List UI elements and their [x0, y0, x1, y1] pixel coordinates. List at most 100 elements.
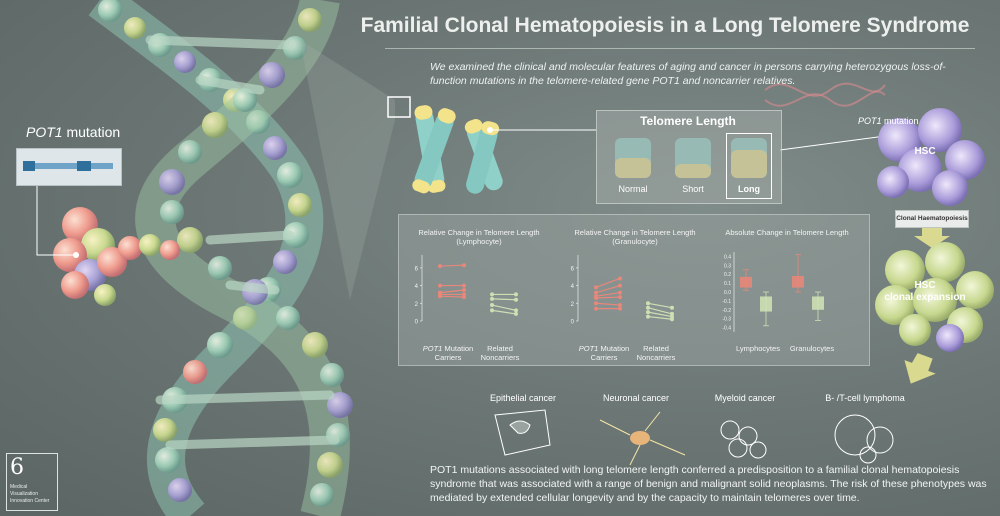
- data-point: [490, 308, 494, 313]
- data-point: [462, 295, 466, 300]
- lymphocyte-chart-title: Relative Change in Telomere Length (Lymp…: [404, 228, 554, 246]
- pot1-italic: POT1: [26, 124, 63, 140]
- data-point: [618, 306, 622, 311]
- y-tick-label: 4: [571, 284, 575, 290]
- hsc-mutation-word: mutation: [884, 116, 919, 126]
- y-tick-label: 0.3: [724, 263, 731, 269]
- data-point: [514, 292, 518, 297]
- gran-title-line2: (Granulocyte): [612, 237, 658, 246]
- hsc-pot1-italic: POT1: [858, 116, 882, 126]
- lymph-carriers-word1: Mutation: [444, 344, 474, 353]
- hsc-label: HSC: [914, 146, 936, 157]
- pot1-mutation-word: mutation: [66, 124, 121, 140]
- telomere-length-title: Telomere Length: [640, 114, 736, 128]
- lymph-carriers-word2: Carriers: [434, 353, 462, 362]
- neuronal-cancer-label: Neuronal cancer: [602, 393, 670, 403]
- data-point: [438, 283, 442, 288]
- dna-rungs: [145, 35, 340, 450]
- data-point: [514, 311, 518, 316]
- gran-related-2: Noncarriers: [636, 353, 676, 362]
- long-telomere-highlight: [726, 133, 772, 199]
- arrow-down-2: [904, 353, 936, 384]
- data-point: [594, 285, 598, 290]
- series-line: [491, 298, 517, 301]
- y-tick-label: 0.2: [724, 272, 731, 278]
- lymph-related-1: Related: [487, 344, 513, 353]
- data-point: [594, 290, 598, 295]
- logo-line-2: Visualization: [10, 491, 38, 497]
- data-point: [646, 305, 650, 310]
- granulocyte-chart-title: Relative Change in Telomere Length (Gran…: [560, 228, 710, 246]
- y-tick-label: 6: [415, 266, 419, 272]
- y-tick-label: 0.0: [724, 290, 731, 296]
- data-point: [646, 314, 650, 319]
- lymph-title-line2: (Lymphocyte): [456, 237, 502, 246]
- clonal-expansion-line-1: HSC: [914, 280, 936, 291]
- data-point: [438, 294, 442, 299]
- series-line: [595, 302, 621, 306]
- series-line: [491, 304, 517, 311]
- y-tick-label: 0: [415, 320, 419, 326]
- gran-title-line1: Relative Change in Telomere Length: [574, 228, 696, 237]
- box: [760, 296, 772, 312]
- abs-lymphocytes-label: Lymphocytes: [736, 344, 780, 353]
- data-point: [490, 296, 494, 301]
- lymph-related-2: Noncarriers: [480, 353, 520, 362]
- data-point: [646, 301, 650, 306]
- data-point: [514, 308, 518, 313]
- series-line: [439, 295, 465, 298]
- logo-line-1: Medical: [10, 484, 28, 490]
- logo: [6, 453, 58, 511]
- gran-carriers-italic: POT1: [578, 344, 599, 353]
- arrow-down-1: [914, 228, 950, 248]
- y-tick-label: 6: [571, 266, 575, 272]
- data-point: [618, 290, 622, 295]
- chromosome-illustration: [412, 105, 503, 194]
- lymph-carriers-label: POT1 Mutation Carriers: [418, 344, 478, 362]
- data-point: [618, 303, 622, 308]
- data-point: [670, 317, 674, 322]
- data-point: [490, 292, 494, 297]
- data-point: [618, 283, 622, 288]
- data-point: [594, 295, 598, 300]
- y-tick-label: 0.1: [724, 281, 731, 287]
- series-line: [439, 289, 465, 294]
- pot1-gene-diagram: [16, 148, 122, 186]
- title-divider: [385, 48, 975, 49]
- epithelial-cancer-icon: [494, 409, 551, 456]
- y-tick-label: 0: [571, 320, 575, 326]
- data-point: [618, 276, 622, 281]
- logo-number: 6: [10, 455, 24, 480]
- data-point: [438, 264, 442, 269]
- lymphoma-icon: [834, 414, 894, 464]
- y-tick-label: 0.4: [724, 254, 731, 260]
- myeloid-cancer-icon: [720, 420, 767, 459]
- logo-line-3: Innovation Center: [10, 498, 50, 504]
- epithelial-cancer-label: Epithelial cancer: [489, 393, 557, 403]
- y-tick-label: -0.2: [722, 308, 731, 314]
- gran-carriers-word2: Carriers: [590, 353, 618, 362]
- gran-related-1: Related: [643, 344, 669, 353]
- data-point: [462, 263, 466, 268]
- y-tick-label: -0.3: [722, 317, 731, 323]
- hsc-pot1-mutation-label: POT1 mutation: [858, 116, 919, 126]
- summary-text: POT1 mutations associated with long telo…: [430, 464, 987, 504]
- series-line: [595, 277, 621, 288]
- gran-carriers-word1: Mutation: [600, 344, 630, 353]
- zoom-box: [387, 96, 411, 118]
- gran-noncarriers-label: Related Noncarriers: [626, 344, 686, 362]
- abs-granulocytes-label: Granulocytes: [789, 344, 835, 353]
- telomere-length-panel: [596, 110, 782, 204]
- pot1-protein-cluster: [53, 207, 180, 306]
- hsc-cell-cluster: [877, 108, 985, 206]
- telomere-long-label: Long: [738, 184, 760, 194]
- y-tick-label: 2: [415, 302, 419, 308]
- lymph-title-line1: Relative Change in Telomere Length: [418, 228, 540, 237]
- gene-exon: [77, 161, 91, 171]
- lymph-noncarriers-label: Related Noncarriers: [470, 344, 530, 362]
- series-line: [647, 315, 673, 320]
- myeloid-cancer-label: Myeloid cancer: [714, 393, 776, 403]
- data-point: [594, 306, 598, 311]
- page-title: Familial Clonal Hematopoiesis in a Long …: [360, 14, 970, 37]
